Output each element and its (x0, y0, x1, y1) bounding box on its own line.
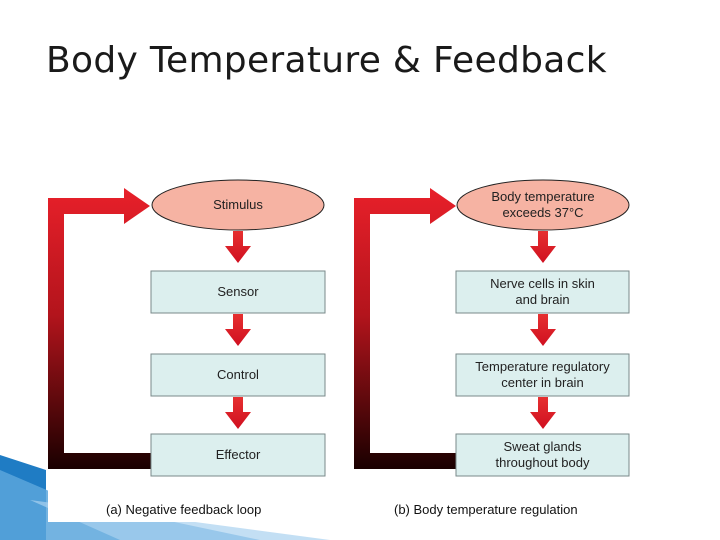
nerve-cells-label: Nerve cells in skin and brain (490, 276, 595, 307)
down-arrow-b2 (530, 314, 556, 346)
loop-arrow-b (354, 188, 456, 469)
sensor-box (150, 270, 326, 314)
sweat-glands-label: Sweat glands throughout body (495, 439, 590, 470)
down-arrow-b1 (530, 231, 556, 263)
stimulus-label: Stimulus (213, 197, 263, 212)
control-box (150, 353, 326, 397)
caption-b: (b) Body temperature regulation (394, 502, 578, 517)
down-arrow-b3 (530, 397, 556, 429)
down-arrow-a1 (225, 231, 251, 263)
stimulus-oval (151, 179, 325, 231)
regulatory-center-label: Temperature regulatory center in brain (475, 359, 610, 390)
down-arrow-a3 (225, 397, 251, 429)
control-label: Control (217, 367, 259, 382)
caption-a: (a) Negative feedback loop (106, 502, 262, 517)
regulatory-center-box (455, 353, 630, 397)
down-arrow-a2 (225, 314, 251, 346)
effector-label: Effector (215, 447, 261, 462)
nerve-cells-box (455, 270, 630, 314)
figure-panel: Stimulus Sensor Control Effector Body te… (48, 174, 636, 522)
loop-arrow-a (48, 188, 151, 469)
sensor-label: Sensor (217, 284, 259, 299)
slide-title: Body Temperature & Feedback (46, 40, 607, 81)
body-temp-label: Body temperature exceeds 37°C (491, 189, 595, 220)
body-temp-oval (456, 179, 630, 231)
feedback-diagram (48, 179, 630, 477)
sweat-glands-box (455, 433, 630, 477)
effector-box (150, 433, 326, 477)
